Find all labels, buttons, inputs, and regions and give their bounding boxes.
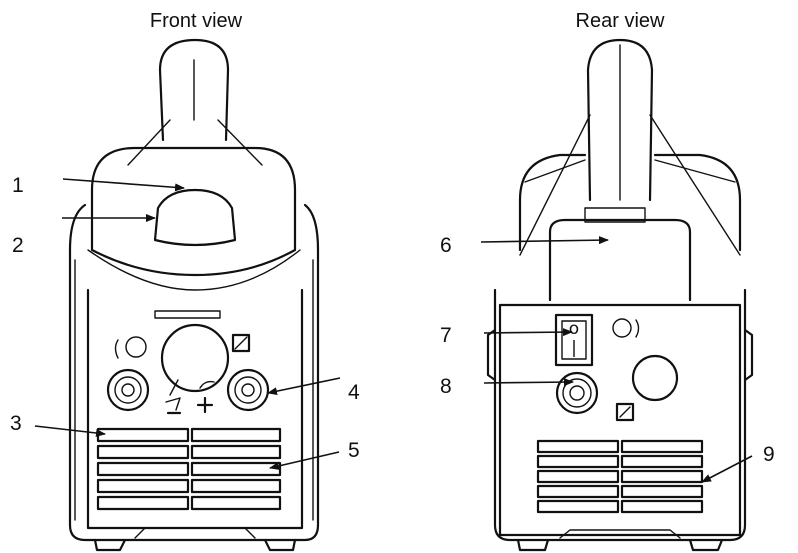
arrow-8 — [483, 378, 574, 387]
front-view-machine — [68, 38, 320, 552]
arrow-9 — [701, 455, 753, 483]
arrow-1 — [62, 178, 185, 192]
callout-3: 3 — [10, 412, 22, 435]
switch-on-symbol: | — [571, 338, 577, 358]
arrow-7 — [483, 328, 573, 337]
arrow-3 — [34, 425, 106, 437]
callout-1: 1 — [12, 174, 24, 197]
arrow-4 — [267, 377, 341, 396]
callout-9: 9 — [763, 443, 775, 466]
callout-numbers: 1 2 3 4 5 6 7 8 9 — [10, 174, 775, 466]
callout-arrows — [34, 178, 753, 483]
arrow-6 — [480, 236, 609, 245]
callout-4: 4 — [348, 381, 360, 404]
rear-view-title: Rear view — [576, 10, 665, 32]
switch-off-symbol: o — [569, 319, 579, 339]
rear-view-machine: o | — [486, 38, 754, 552]
callout-8: 8 — [440, 375, 452, 398]
callout-5: 5 — [348, 439, 360, 462]
arrow-5 — [269, 451, 340, 470]
callout-6: 6 — [440, 234, 452, 257]
front-view-title: Front view — [150, 10, 243, 32]
callout-2: 2 — [12, 234, 24, 257]
callout-7: 7 — [440, 324, 452, 347]
